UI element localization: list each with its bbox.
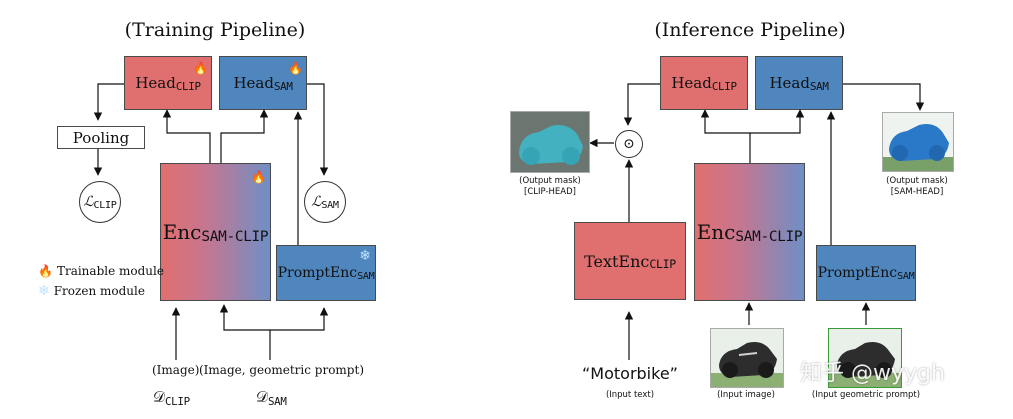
pooling-box: Pooling bbox=[57, 126, 145, 149]
motorbike-mask-icon bbox=[511, 112, 589, 172]
motorbike-photo-icon bbox=[829, 329, 901, 387]
head-subscript: CLIP bbox=[711, 79, 737, 93]
flame-icon: 🔥 bbox=[38, 264, 53, 278]
caption-line: (Output mask) bbox=[519, 176, 581, 186]
dataset-symbol: 𝒟 bbox=[153, 388, 165, 406]
flame-icon: 🔥 bbox=[251, 170, 266, 184]
dot-operator-symbol: ⊙ bbox=[623, 136, 635, 152]
legend-trainable: 🔥 Trainable module bbox=[38, 264, 164, 278]
prompt-encoder-label: PromptEnc bbox=[817, 265, 898, 281]
training-title: (Training Pipeline) bbox=[124, 19, 306, 41]
encoder-subscript: SAM-CLIP bbox=[201, 229, 269, 245]
dataset-clip-label: 𝒟CLIP bbox=[153, 388, 190, 408]
pooling-label: Pooling bbox=[72, 128, 130, 147]
prompt-encoder-label: PromptEnc bbox=[277, 265, 358, 281]
output-mask-clip-image bbox=[510, 111, 590, 173]
text-encoder-subscript: CLIP bbox=[649, 257, 676, 271]
watermark: 知乎 @wyygh bbox=[800, 361, 945, 386]
motorbike-mask-icon bbox=[883, 113, 953, 171]
training-input-image-prompt: (Image, geometric prompt) bbox=[199, 363, 364, 377]
head-subscript: CLIP bbox=[175, 79, 201, 93]
head-label: Head bbox=[769, 74, 810, 92]
output-mask-sam-image bbox=[882, 112, 954, 172]
loss-symbol: ℒ bbox=[311, 194, 322, 210]
encoder-label: Enc bbox=[162, 220, 202, 244]
output-mask-sam-caption: (Output mask) [SAM-HEAD] bbox=[867, 176, 967, 198]
legend-frozen-label: Frozen module bbox=[53, 284, 145, 298]
head-subscript: SAM bbox=[273, 79, 293, 93]
loss-symbol: ℒ bbox=[83, 194, 94, 210]
caption-line: [SAM-HEAD] bbox=[890, 187, 944, 197]
training-input-image: (Image) bbox=[152, 363, 200, 377]
loss-subscript: SAM bbox=[321, 199, 339, 211]
input-geometric-prompt-thumbnail bbox=[828, 328, 902, 388]
head-label: Head bbox=[233, 74, 274, 92]
legend-frozen: ❄ Frozen module bbox=[38, 283, 145, 299]
head-subscript: SAM bbox=[809, 79, 829, 93]
dataset-sam-label: 𝒟SAM bbox=[256, 388, 287, 408]
caption-line: (Output mask) bbox=[886, 176, 948, 186]
motorbike-photo-icon bbox=[711, 329, 783, 387]
dataset-subscript: CLIP bbox=[164, 395, 190, 408]
prompt-encoder-subscript: SAM bbox=[357, 270, 375, 282]
input-image-thumbnail bbox=[710, 328, 784, 388]
loss-subscript: CLIP bbox=[93, 199, 117, 211]
caption-line: [CLIP-HEAD] bbox=[524, 187, 576, 197]
snowflake-icon: ❄ bbox=[38, 283, 50, 299]
encoder-label: Enc bbox=[696, 220, 736, 244]
inference-text-input: “Motorbike” bbox=[582, 364, 678, 383]
prompt-encoder-subscript: SAM bbox=[897, 270, 915, 282]
inference-text-input-caption: (Input text) bbox=[605, 390, 655, 400]
input-geometric-prompt-caption: (Input geometric prompt) bbox=[811, 390, 921, 400]
head-label: Head bbox=[671, 74, 712, 92]
legend-trainable-label: Trainable module bbox=[56, 264, 164, 278]
dataset-symbol: 𝒟 bbox=[256, 388, 268, 406]
snowflake-icon: ❄ bbox=[359, 248, 371, 264]
flame-icon: 🔥 bbox=[288, 61, 303, 75]
inference-title: (Inference Pipeline) bbox=[654, 19, 846, 41]
text-encoder-label: TextEnc bbox=[584, 251, 650, 271]
flame-icon: 🔥 bbox=[193, 61, 208, 75]
encoder-subscript: SAM-CLIP bbox=[735, 229, 803, 245]
head-label: Head bbox=[135, 74, 176, 92]
input-image-caption: (Input image) bbox=[717, 390, 775, 400]
dataset-subscript: SAM bbox=[267, 395, 287, 408]
dot-product-operator: ⊙ bbox=[615, 130, 643, 158]
output-mask-clip-caption: (Output mask) [CLIP-HEAD] bbox=[500, 176, 600, 198]
